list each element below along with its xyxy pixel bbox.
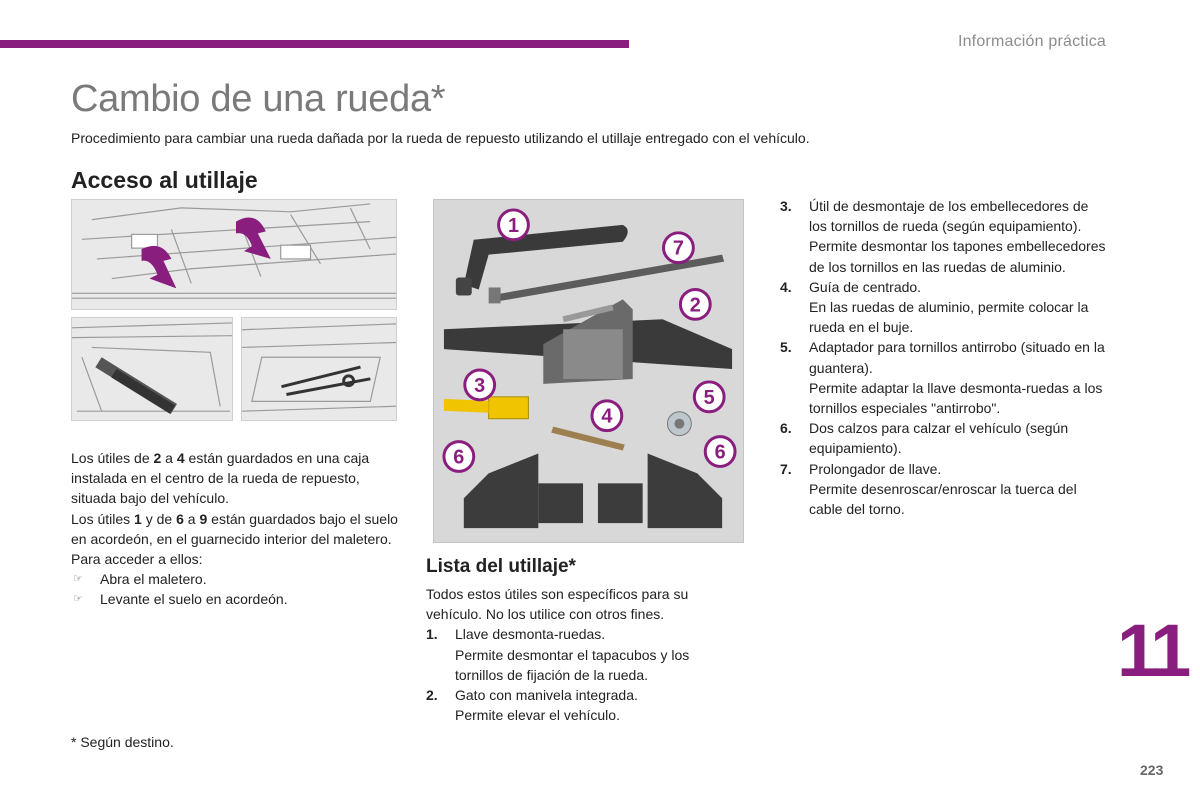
tools-illustration: 1 7 2 3 4 5 6 6 bbox=[433, 199, 744, 543]
access-paragraph-3: Para acceder a ellos: bbox=[71, 551, 203, 568]
footnote: * Según destino. bbox=[71, 734, 174, 750]
page-number: 223 bbox=[1140, 762, 1164, 778]
under-floor-tools-illustration bbox=[241, 317, 397, 421]
anti-theft-adapter-icon bbox=[666, 411, 692, 437]
list-item: 4. Guía de centrado.En las ruedas de alu… bbox=[780, 278, 1089, 336]
tool-label: 2 bbox=[690, 294, 701, 316]
bullet-item: ☞Abra el maletero. bbox=[71, 569, 401, 589]
hand-pointer-icon: ☞ bbox=[73, 593, 83, 606]
wheel-wrench-icon bbox=[455, 224, 628, 296]
centering-guide-icon bbox=[551, 426, 625, 451]
wheel-chock-icon bbox=[463, 453, 723, 529]
list-item: 5. Adaptador para tornillos antirrobo (s… bbox=[780, 339, 1105, 417]
chapter-number: 11 bbox=[1117, 609, 1191, 692]
tool-label: 4 bbox=[601, 406, 612, 428]
trunk-floor-illustration bbox=[71, 199, 397, 310]
tool-label: 6 bbox=[715, 441, 726, 463]
access-heading: Acceso al utillaje bbox=[71, 167, 258, 193]
tools-list-right: 3. Útil de desmontaje de los embellecedo… bbox=[780, 196, 1110, 519]
list-item: 3. Útil de desmontaje de los embellecedo… bbox=[780, 198, 1106, 275]
section-label: Información práctica bbox=[957, 33, 1106, 50]
list-item: 7. Prolongador de llave.Permite desenros… bbox=[780, 460, 1077, 518]
tool-label: 3 bbox=[474, 375, 485, 397]
hand-pointer-icon: ☞ bbox=[73, 573, 83, 586]
bullet-item: ☞Levante el suelo en acordeón. bbox=[71, 589, 401, 609]
tool-label: 1 bbox=[508, 215, 519, 237]
list-item: 6. Dos calzos para calzar el vehículo (s… bbox=[780, 420, 1069, 457]
list-item: 1. Llave desmonta-ruedas.Permite desmont… bbox=[426, 626, 690, 683]
jack-icon bbox=[443, 299, 733, 384]
tool-label: 5 bbox=[704, 387, 715, 409]
hubcap-tool-icon bbox=[443, 396, 529, 420]
tool-label: 6 bbox=[453, 446, 464, 468]
access-paragraph-2: Los útiles 1 y de 6 a 9 están guardados … bbox=[71, 510, 398, 547]
list-item: 2. Gato con manivela integrada.Permite e… bbox=[426, 687, 638, 724]
header-accent-bar bbox=[0, 40, 629, 48]
tool-label: 7 bbox=[673, 238, 684, 260]
tools-list-heading: Lista del utillaje* bbox=[426, 556, 576, 577]
intro-text: Procedimiento para cambiar una rueda dañ… bbox=[71, 130, 810, 146]
purple-arrow-icon bbox=[141, 217, 271, 289]
access-description: Los útiles de 2 a 4 están guardados en u… bbox=[71, 448, 401, 610]
extension-bar-icon bbox=[488, 254, 725, 304]
tool-box-illustration bbox=[71, 317, 233, 421]
page-title: Cambio de una rueda* bbox=[71, 78, 446, 120]
access-paragraph-1: Los útiles de 2 a 4 están guardados en u… bbox=[71, 450, 370, 507]
tools-list-intro: Todos estos útiles son específicos para … bbox=[426, 586, 689, 623]
tools-list-left: Todos estos útiles son específicos para … bbox=[426, 584, 726, 725]
